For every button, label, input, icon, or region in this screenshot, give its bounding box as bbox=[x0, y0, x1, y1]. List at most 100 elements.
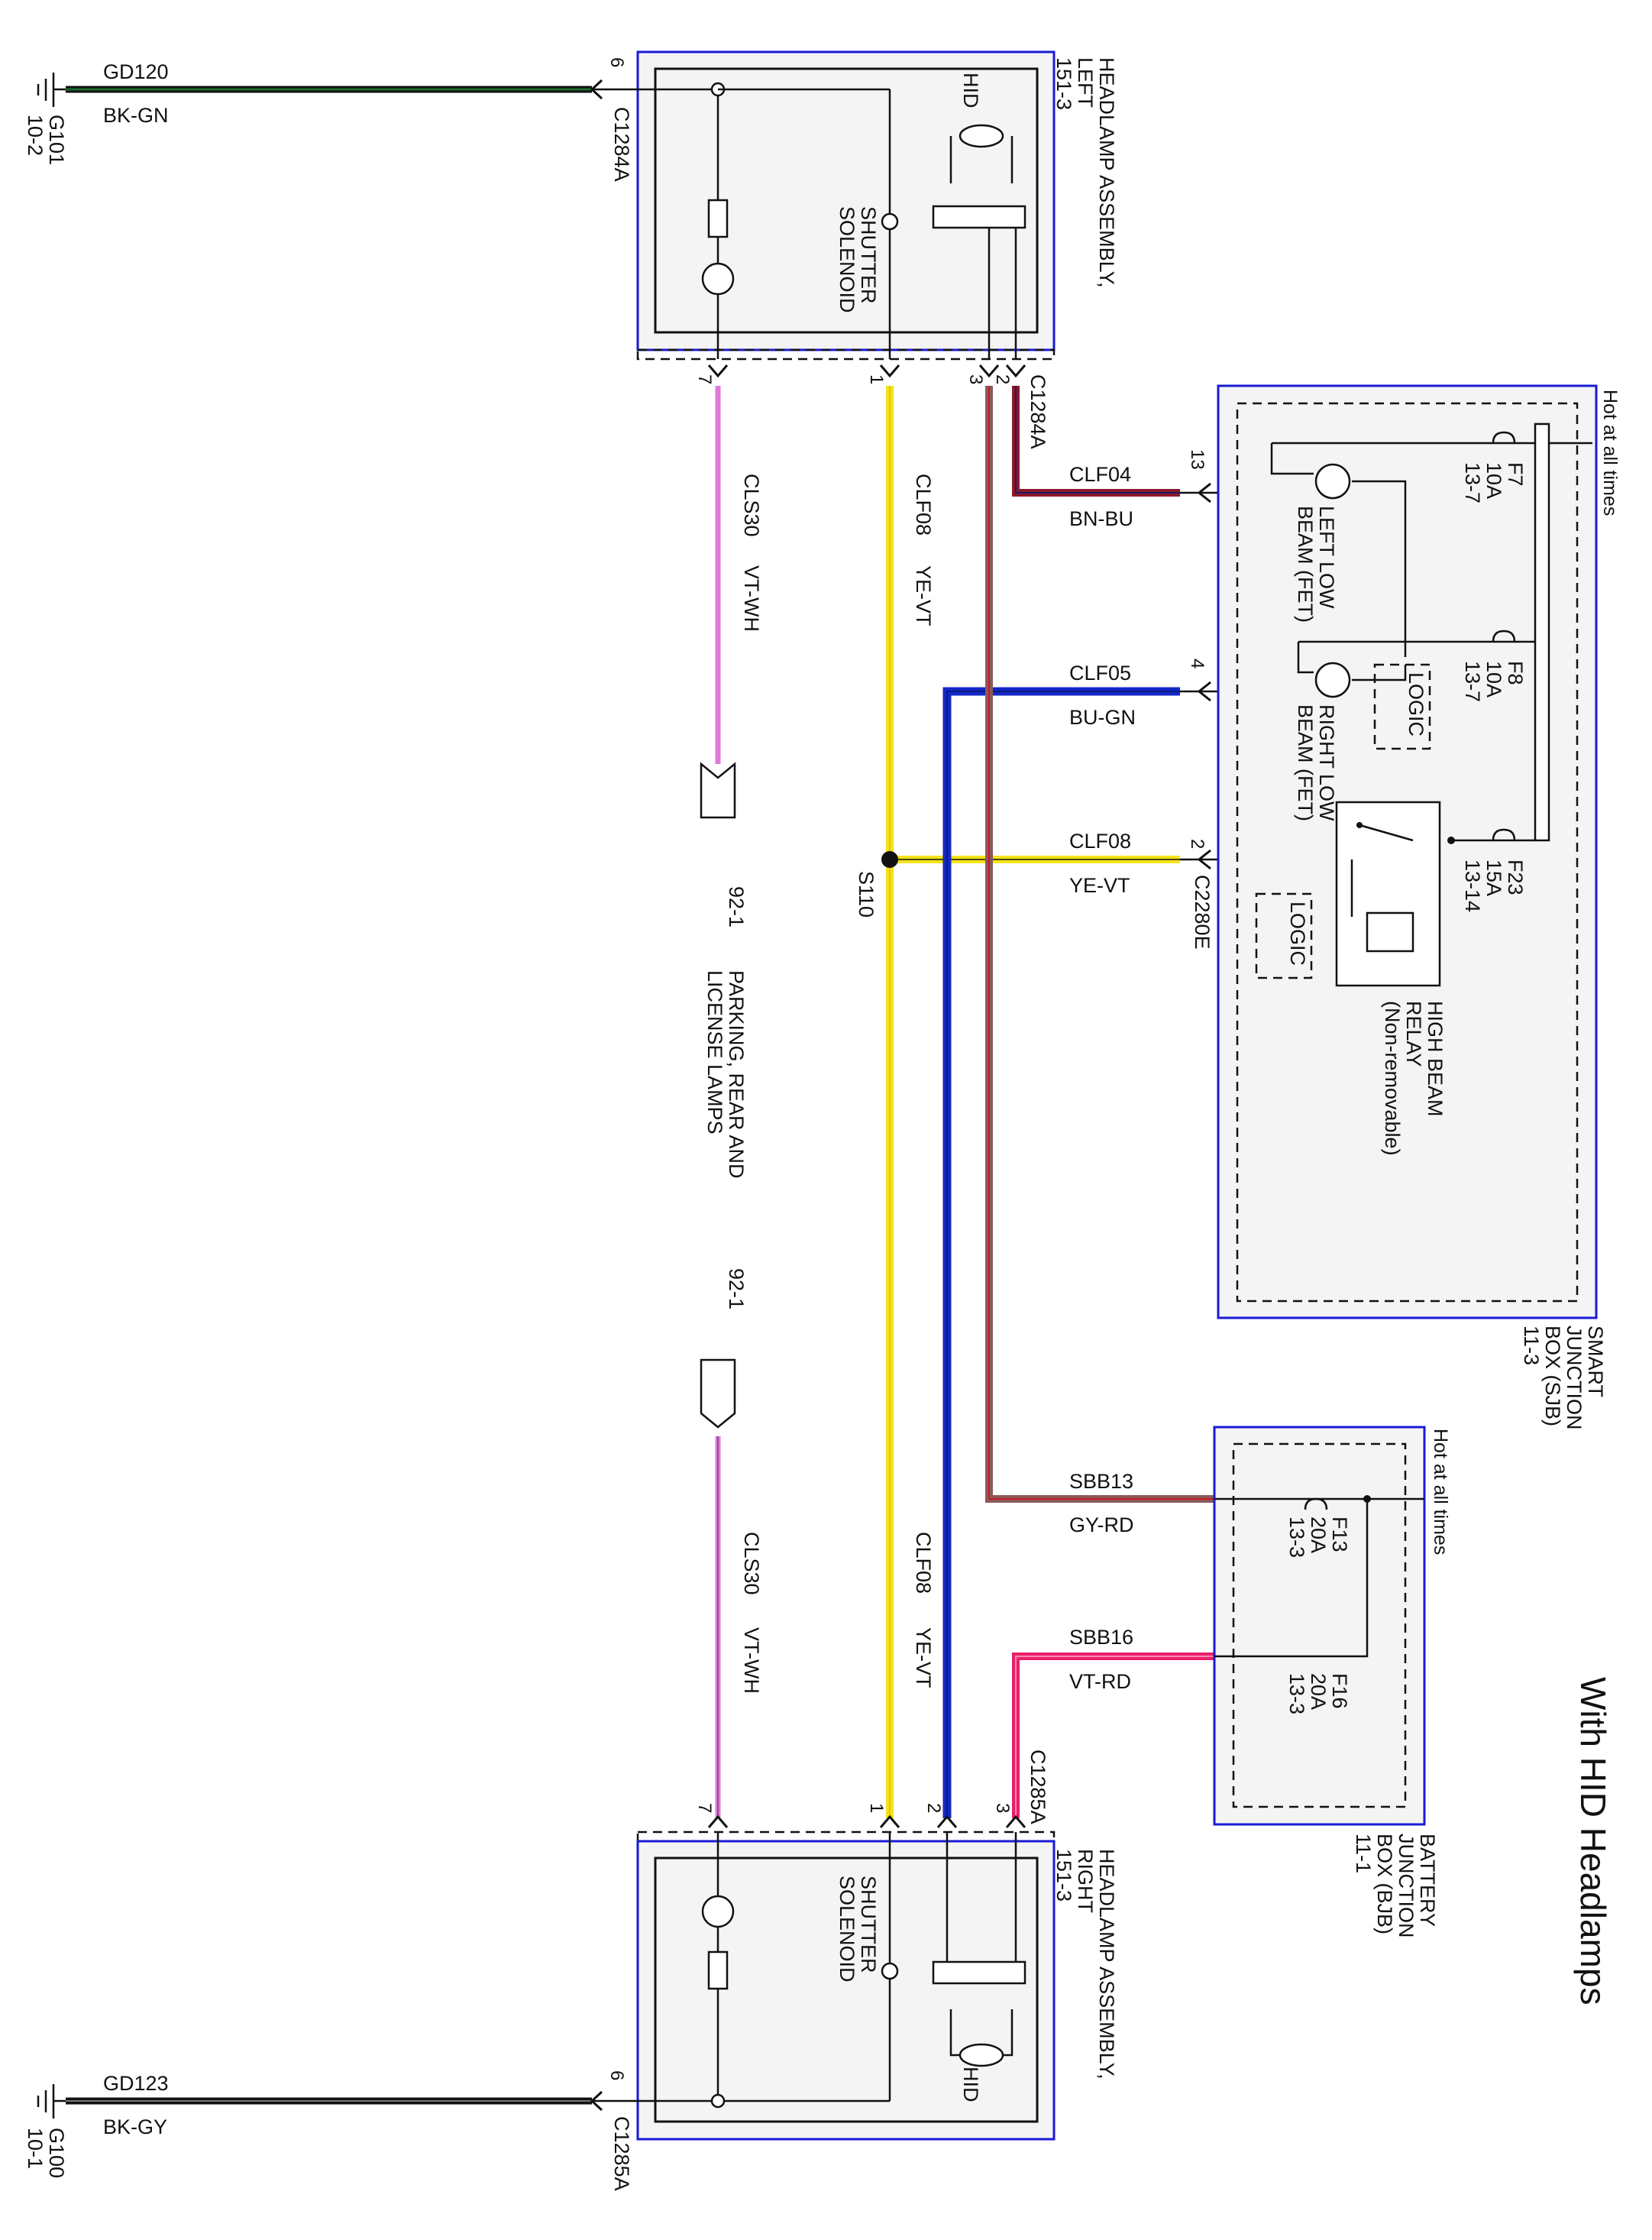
sjb-f8-ref: 13-7 bbox=[1461, 661, 1484, 702]
wire-clf08-left-circuit: CLF08 bbox=[912, 474, 935, 536]
wire-cls30-right-color: VT-WH bbox=[740, 1627, 763, 1694]
ground-left-name: G101 bbox=[45, 115, 68, 165]
wire-gd120-color: BK-GN bbox=[103, 104, 169, 127]
ground-right-ref: 10-1 bbox=[24, 2128, 47, 2169]
connector-c1285a-ground: C1285A bbox=[610, 2116, 633, 2191]
wire-clf05-circuit: CLF05 bbox=[1069, 662, 1131, 685]
pin-sjb-2: 2 bbox=[1187, 839, 1207, 849]
wire-cls30-left-circuit: CLS30 bbox=[740, 474, 763, 537]
wire-cls30-left-color: VT-WH bbox=[740, 565, 763, 632]
headlamp-right-hid: HID bbox=[959, 2067, 982, 2102]
wires bbox=[66, 86, 1352, 2105]
bjb-f13-name: F13 bbox=[1328, 1517, 1351, 1552]
wire-cls30-right-circuit: CLS30 bbox=[740, 1532, 763, 1595]
pin-left-6: 6 bbox=[606, 57, 627, 67]
pin-right-1: 1 bbox=[866, 1803, 887, 1813]
pin-right-2: 2 bbox=[923, 1803, 944, 1813]
pin-right-7: 7 bbox=[694, 1803, 715, 1813]
pin-left-3: 3 bbox=[965, 374, 986, 384]
headlamp-right-name-1: HEADLAMP ASSEMBLY, bbox=[1095, 1849, 1118, 2080]
headlamp-left-hid: HID bbox=[959, 73, 982, 108]
sjb-relay-2: RELAY bbox=[1402, 1001, 1425, 1067]
headlamp-right bbox=[590, 1814, 1056, 2141]
headlamp-left-name-1: HEADLAMP ASSEMBLY, bbox=[1095, 57, 1118, 288]
wire-gd120-circuit: GD120 bbox=[103, 60, 169, 83]
wire-clf08-right-color: YE-VT bbox=[912, 1627, 935, 1688]
ground-right-name: G100 bbox=[45, 2128, 68, 2178]
sjb-f8-amp: 10A bbox=[1482, 661, 1505, 698]
pin-left-1: 1 bbox=[866, 374, 887, 384]
headlamp-left-name-3: 151-3 bbox=[1052, 57, 1075, 110]
headlamp-right-solenoid-1: SHUTTER bbox=[857, 1876, 880, 1973]
sjb-logic-1: LOGIC bbox=[1405, 672, 1427, 736]
splice-label: S110 bbox=[855, 871, 878, 918]
sjb-f23-name: F23 bbox=[1504, 859, 1527, 895]
headlamp-right-name-3: 151-3 bbox=[1052, 1849, 1075, 1902]
wire-gd123-color: BK-GY bbox=[103, 2115, 167, 2138]
bjb-hot: Hot at all times bbox=[1430, 1429, 1451, 1555]
sjb-f7-ref: 13-7 bbox=[1461, 462, 1484, 503]
bjb-name-1: BATTERY bbox=[1416, 1834, 1439, 1927]
wire-sbb13-circuit: SBB13 bbox=[1069, 1470, 1133, 1493]
headlamp-left bbox=[590, 50, 1056, 378]
bjb-name-4: 11-1 bbox=[1352, 1834, 1375, 1873]
parking-ref-bottom: 92-1 bbox=[725, 1268, 748, 1309]
sjb-f23-ref: 13-14 bbox=[1461, 859, 1484, 912]
sjb-relay-3: (Non-removable) bbox=[1381, 1001, 1404, 1156]
pin-right-3: 3 bbox=[992, 1803, 1013, 1813]
diagram-title: With HID Headlamps bbox=[1573, 1677, 1613, 2005]
bjb-f13-ref: 13-3 bbox=[1285, 1517, 1308, 1558]
headlamp-left-name-2: LEFT bbox=[1074, 57, 1097, 108]
connector-c1284a-top: C1284A bbox=[1026, 374, 1049, 449]
bjb-f16-ref: 13-3 bbox=[1285, 1673, 1308, 1714]
wire-sbb16-color: VT-RD bbox=[1069, 1670, 1131, 1693]
pin-sjb-13: 13 bbox=[1187, 449, 1207, 470]
wire-sbb16-circuit: SBB16 bbox=[1069, 1626, 1133, 1649]
headlamp-left-solenoid-1: SHUTTER bbox=[857, 206, 880, 304]
bjb-f16-amp: 20A bbox=[1307, 1673, 1330, 1710]
bjb-name-3: BOX (BJB) bbox=[1373, 1834, 1396, 1934]
ground-left-ref: 10-2 bbox=[24, 115, 47, 156]
sjb-logic-2: LOGIC bbox=[1286, 902, 1309, 966]
pin-left-7: 7 bbox=[694, 374, 715, 384]
sjb-connector: C2280E bbox=[1191, 875, 1214, 950]
parking-name-2: LICENSE LAMPS bbox=[703, 970, 726, 1135]
sjb-left-low-2: BEAM (FET) bbox=[1294, 506, 1317, 623]
wire-clf04-circuit: CLF04 bbox=[1069, 463, 1131, 486]
pin-right-6: 6 bbox=[606, 2070, 627, 2080]
ground-right bbox=[37, 2084, 66, 2119]
wire-clf04-color: BN-BU bbox=[1069, 507, 1133, 530]
sjb-name-2: JUNCTION bbox=[1563, 1326, 1586, 1430]
wire-clf08-color: YE-VT bbox=[1069, 874, 1130, 897]
headlamp-left-solenoid-2: SOLENOID bbox=[836, 206, 858, 313]
wire-clf05-color: BU-GN bbox=[1069, 706, 1136, 729]
bjb-f16-name: F16 bbox=[1328, 1673, 1351, 1709]
sjb-right-low-2: BEAM (FET) bbox=[1294, 704, 1317, 821]
headlamp-right-name-2: RIGHT bbox=[1074, 1849, 1097, 1913]
connector-c1284a-ground: C1284A bbox=[610, 107, 633, 182]
wire-clf08-circuit: CLF08 bbox=[1069, 830, 1131, 853]
sjb-name-4: 11-3 bbox=[1520, 1326, 1543, 1365]
wire-clf08-right-circuit: CLF08 bbox=[912, 1532, 935, 1594]
parking-name-1: PARKING, REAR AND bbox=[725, 970, 748, 1179]
headlamp-right-solenoid-2: SOLENOID bbox=[836, 1876, 858, 1983]
connector-c1285a-top: C1285A bbox=[1026, 1750, 1049, 1824]
bjb-f13-amp: 20A bbox=[1307, 1517, 1330, 1553]
ground-left bbox=[37, 73, 66, 107]
splice-s110 bbox=[881, 851, 898, 868]
sjb-f7-name: F7 bbox=[1504, 462, 1527, 487]
sjb-right-low-1: RIGHT LOW bbox=[1315, 704, 1338, 821]
smart-junction-box bbox=[1217, 384, 1598, 1319]
wire-clf08-left-color: YE-VT bbox=[912, 565, 935, 626]
bjb-name-2: JUNCTION bbox=[1395, 1834, 1418, 1938]
sjb-f8-name: F8 bbox=[1504, 661, 1527, 685]
sjb-f23-amp: 15A bbox=[1482, 859, 1505, 896]
pin-sjb-4: 4 bbox=[1187, 659, 1207, 668]
sjb-relay-1: HIGH BEAM bbox=[1424, 1001, 1447, 1117]
wire-sbb13-color: GY-RD bbox=[1069, 1513, 1134, 1536]
sjb-name-3: BOX (SJB) bbox=[1541, 1326, 1564, 1426]
pin-left-2: 2 bbox=[992, 374, 1013, 384]
sjb-hot: Hot at all times bbox=[1599, 390, 1621, 516]
wire-gd123-circuit: GD123 bbox=[103, 2072, 169, 2095]
